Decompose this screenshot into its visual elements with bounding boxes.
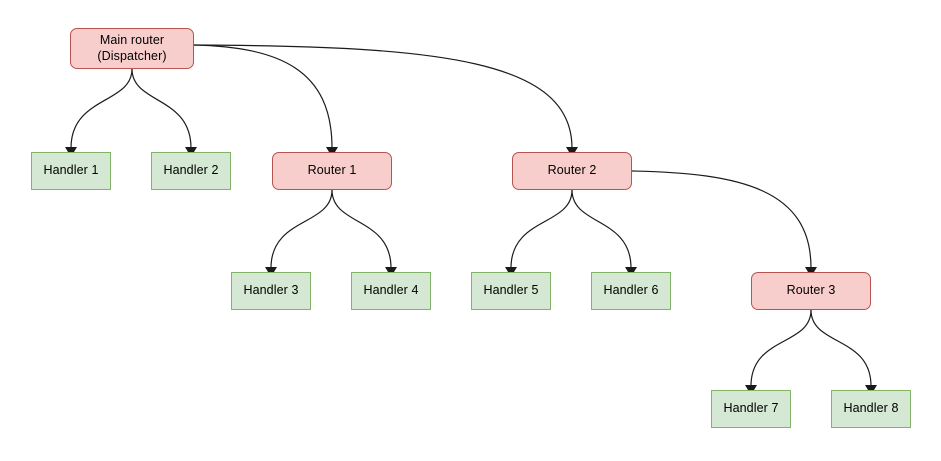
node-label-handler-3: Handler 3 [243,283,299,298]
edge-router-2-to-handler-6 [571,189,632,269]
node-label-handler-5: Handler 5 [483,283,539,298]
node-router-2[interactable]: Router 2 [512,152,632,190]
edge-main-router-to-handler-1 [70,68,133,149]
node-label-handler-4: Handler 4 [363,283,419,298]
node-handler-2[interactable]: Handler 2 [151,152,231,190]
node-router-1[interactable]: Router 1 [272,152,392,190]
node-label-handler-7: Handler 7 [723,401,779,416]
node-handler-1[interactable]: Handler 1 [31,152,111,190]
edge-router-1-to-handler-3 [270,189,333,269]
node-label-router-3: Router 3 [786,283,836,298]
edge-router-1-to-handler-4 [331,189,392,269]
edge-router-3-to-handler-7 [750,309,812,387]
node-label-router-2: Router 2 [547,163,597,178]
edge-main-router-to-router-1 [193,44,333,149]
edge-router-2-to-handler-5 [510,189,573,269]
node-handler-5[interactable]: Handler 5 [471,272,551,310]
edge-main-router-to-router-2 [193,44,573,149]
node-handler-8[interactable]: Handler 8 [831,390,911,428]
node-label-router-1: Router 1 [307,163,357,178]
edge-router-3-to-handler-8 [810,309,872,387]
node-handler-7[interactable]: Handler 7 [711,390,791,428]
node-handler-4[interactable]: Handler 4 [351,272,431,310]
node-label-main-router: Main router (Dispatcher) [97,33,167,63]
node-label-handler-1: Handler 1 [43,163,99,178]
node-handler-6[interactable]: Handler 6 [591,272,671,310]
edge-main-router-to-handler-2 [131,68,192,149]
node-label-handler-2: Handler 2 [163,163,219,178]
node-router-3[interactable]: Router 3 [751,272,871,310]
edge-router-2-to-router-3 [631,170,812,269]
node-handler-3[interactable]: Handler 3 [231,272,311,310]
node-label-handler-6: Handler 6 [603,283,659,298]
node-main-router[interactable]: Main router (Dispatcher) [70,28,194,69]
node-label-handler-8: Handler 8 [843,401,899,416]
